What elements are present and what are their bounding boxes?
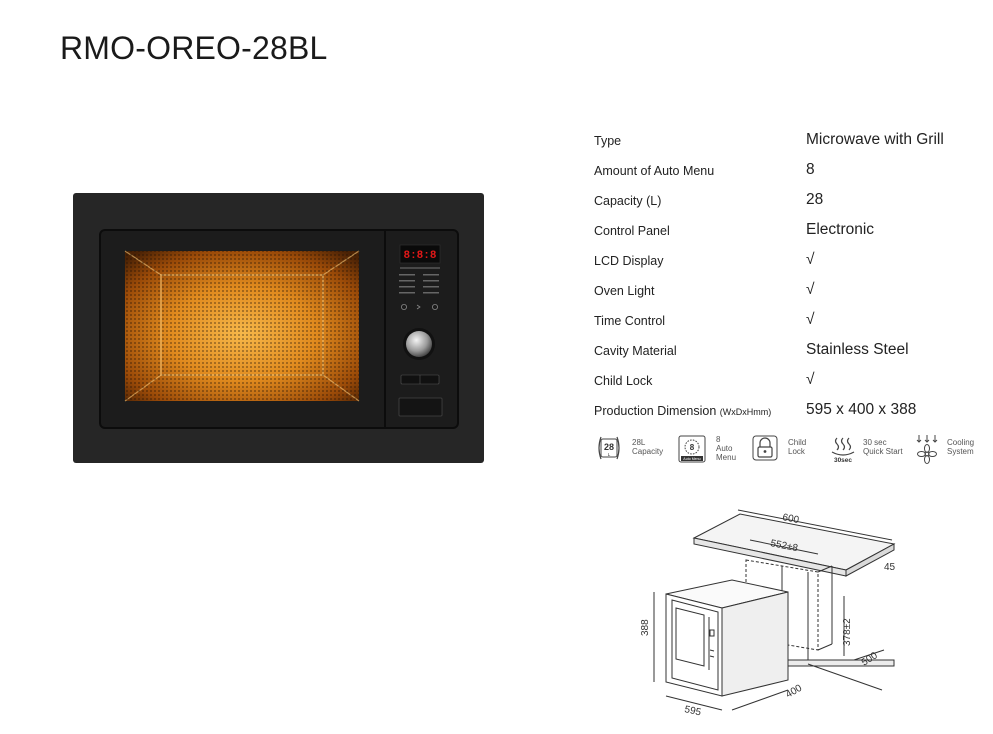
installation-dimension-drawing: 600 552±8 45 378±2 500 388 595 400	[640, 509, 896, 718]
svg-text:30sec: 30sec	[834, 457, 852, 464]
auto-menu-icon: 8 Auto Menu	[678, 435, 706, 463]
spec-row-lcd-display: LCD Display √	[594, 248, 984, 278]
led-display	[399, 244, 441, 264]
spec-row-time-control: Time Control √	[594, 308, 984, 338]
spec-row-oven-light: Oven Light √	[594, 278, 984, 308]
spec-label: Type	[594, 134, 622, 148]
spec-row-type: Type Microwave with Grill	[594, 128, 984, 158]
spec-label: Capacity (L)	[594, 194, 662, 208]
spec-value: Microwave with Grill	[806, 131, 944, 148]
feature-auto-menu: 8 Auto Menu 8 Auto Menu	[677, 432, 743, 468]
feature-quick-start: 30sec 30 sec Quick Start	[829, 432, 907, 468]
touch-icons	[400, 304, 438, 311]
quick-start-icon: 30sec	[831, 437, 855, 464]
product-title: RMO-OREO-28BL	[60, 30, 328, 66]
spec-value: √	[806, 251, 815, 268]
feature-label: Cooling System	[947, 438, 975, 456]
menu-labels	[399, 267, 440, 294]
door-release-button	[398, 397, 443, 417]
spec-value: √	[806, 311, 815, 328]
svg-text:28: 28	[604, 442, 614, 452]
control-knob	[406, 331, 432, 357]
spec-label-text: Production Dimension	[594, 404, 717, 418]
dim-inner-width: 552±8	[769, 538, 799, 554]
feature-label: 30 sec Quick Start	[863, 438, 903, 456]
spec-table: Type Microwave with Grill Amount of Auto…	[594, 128, 984, 428]
cooling-fan-icon	[916, 435, 938, 464]
spec-value: 595 x 400 x 388	[806, 401, 917, 418]
spec-value: √	[806, 371, 815, 388]
display-digits: 8:8:8	[403, 250, 436, 262]
spec-label-unit: (WxDxHmm)	[719, 407, 772, 417]
spec-label: Oven Light	[594, 284, 655, 298]
spec-row-dimension: Production Dimension (WxDxHmm) 595 x 400…	[594, 398, 984, 428]
spec-label: Control Panel	[594, 224, 670, 238]
spec-label: Amount of Auto Menu	[594, 164, 715, 178]
child-lock-icon	[752, 435, 778, 461]
dim-top-thickness: 45	[884, 562, 896, 573]
spec-value: Electronic	[806, 221, 875, 238]
svg-text:8: 8	[690, 443, 695, 452]
spec-row-auto-menu: Amount of Auto Menu 8	[594, 158, 984, 188]
feature-cooling: Cooling System	[913, 432, 985, 468]
capacity-28-icon: 28 L	[598, 436, 620, 460]
spec-label: Time Control	[594, 314, 666, 328]
dim-height: 388	[640, 619, 651, 636]
spec-row-cavity-material: Cavity Material Stainless Steel	[594, 338, 984, 368]
spec-value: 28	[806, 191, 824, 208]
dim-width: 595	[683, 704, 702, 718]
spec-row-control-panel: Control Panel Electronic	[594, 218, 984, 248]
spec-label: Cavity Material	[594, 344, 677, 358]
spec-label: Production Dimension (WxDxHmm)	[594, 404, 771, 418]
feature-label: 8 Auto Menu	[716, 435, 737, 462]
spec-value: √	[806, 281, 815, 298]
dim-cabinet-width: 600	[781, 512, 800, 526]
microwave-image: 8:8:8	[73, 193, 484, 463]
dim-inner-height: 378±2	[842, 618, 853, 646]
spec-value: 8	[806, 161, 815, 178]
spec-label: Child Lock	[594, 374, 653, 388]
spec-row-capacity: Capacity (L) 28	[594, 188, 984, 218]
spec-label: LCD Display	[594, 254, 664, 268]
spec-value: Stainless Steel	[806, 341, 909, 358]
spec-row-child-lock: Child Lock √	[594, 368, 984, 398]
feature-icons: 28 L 28L Capacity 8 Auto Menu 8 Auto Men…	[595, 432, 985, 468]
feature-child-lock: Child Lock	[751, 432, 813, 468]
feature-label: Child Lock	[788, 438, 807, 456]
feature-capacity: 28 L 28L Capacity	[595, 432, 667, 468]
svg-text:L: L	[608, 452, 611, 457]
dim-depth: 400	[784, 683, 804, 701]
svg-text:Auto Menu: Auto Menu	[683, 457, 700, 461]
feature-label: 28L Capacity	[632, 438, 664, 456]
